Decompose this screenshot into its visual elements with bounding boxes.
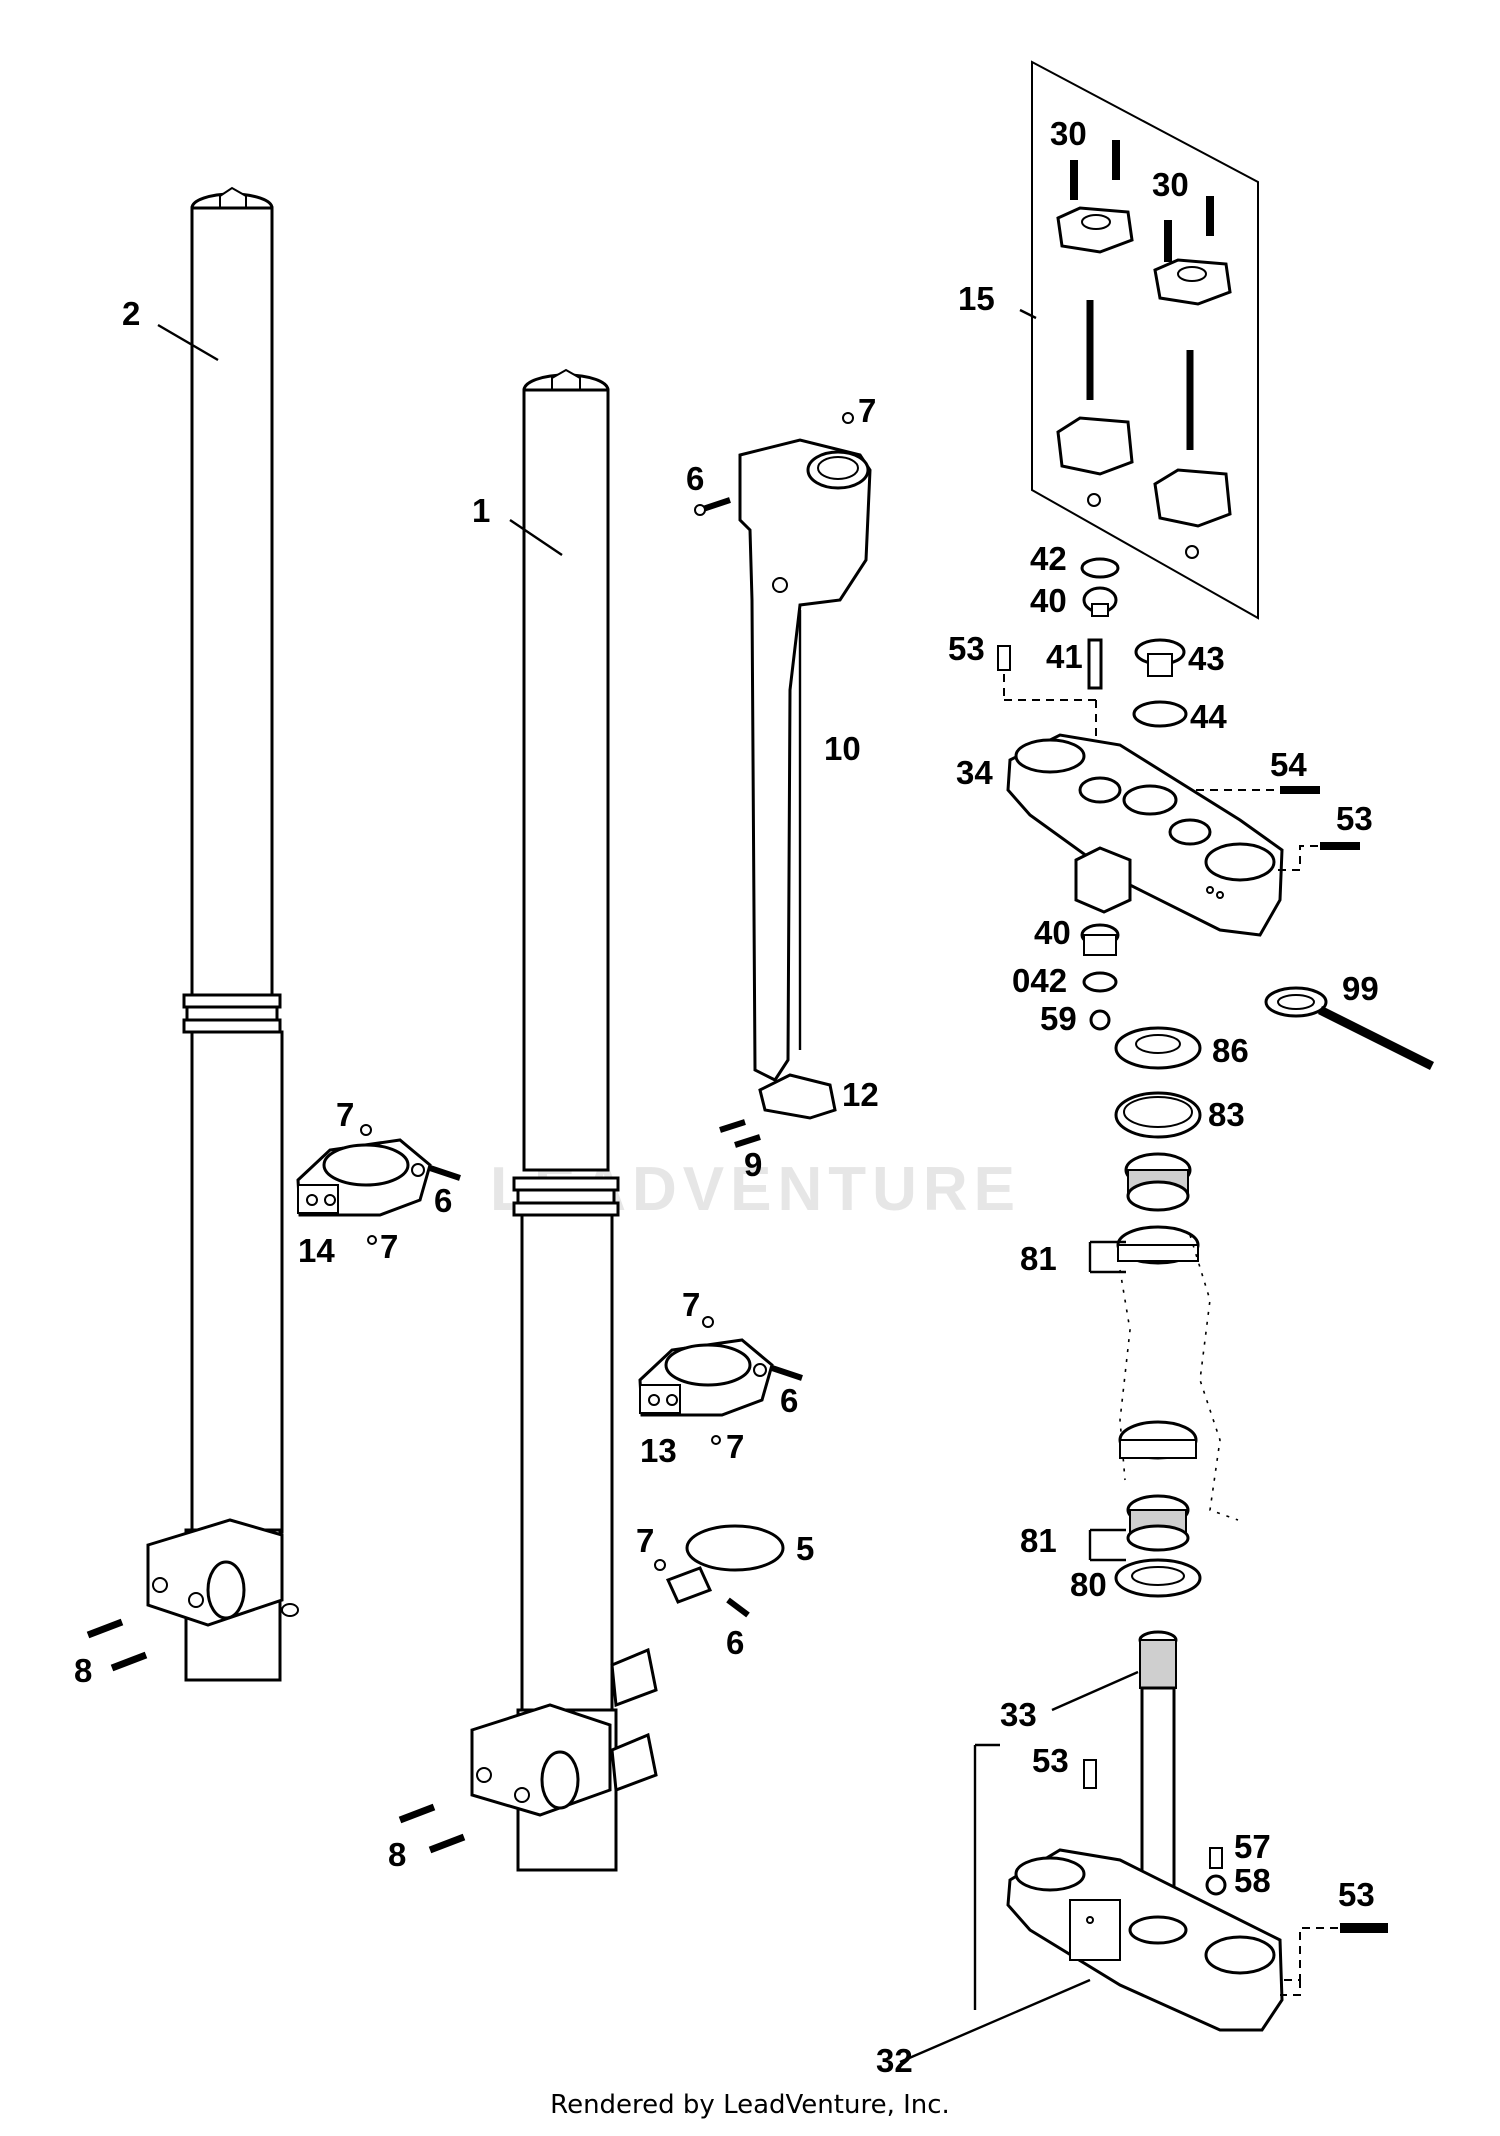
callout-34: 34 [956,754,993,791]
callout-6-guard: 6 [686,460,704,497]
callout-59: 59 [1040,1000,1077,1037]
callout-58: 58 [1234,1862,1271,1899]
footer-credit: Rendered by LeadVenture, Inc. [550,2090,950,2120]
callout-40-lower: 40 [1034,914,1071,951]
callout-7-guard: 7 [858,392,876,429]
callout-14: 14 [298,1232,335,1269]
handlebar-clamp-kit [1031,60,1259,620]
callout-7-clamp13-bottom: 7 [726,1428,744,1465]
nut-40-top [1082,586,1118,617]
leader-lines [157,308,1139,2064]
screw-53-lower [1083,1759,1097,1789]
frame-outline [1119,1234,1239,1521]
stud-41 [1087,638,1103,690]
callout-8-left: 8 [74,1652,92,1689]
callout-15: 15 [958,280,995,317]
callout-6-clamp14: 6 [434,1182,452,1219]
clamp-5-nut [654,1559,666,1571]
nut-59 [1089,1009,1111,1031]
guard-screw [694,497,731,516]
callout-42: 42 [1030,540,1067,577]
callout-99: 99 [1342,970,1379,1007]
callout-5: 5 [796,1530,814,1567]
screw-53-top [997,645,1011,671]
brake-line-holder [758,1073,837,1120]
callout-7-clamp14-bottom: 7 [380,1228,398,1265]
bearing-81-bottom [1118,1420,1198,1552]
seal-80 [1114,1558,1202,1598]
washer-042 [1082,971,1118,993]
o-ring-83 [1114,1091,1202,1139]
upper-triple-clamp [1006,733,1284,937]
callout-44: 44 [1190,698,1227,735]
callout-6-clamp13: 6 [780,1382,798,1419]
callout-83: 83 [1208,1096,1245,1133]
clamp-5 [665,1524,785,1604]
callout-7-clamp14-top: 7 [336,1096,354,1133]
callout-042: 042 [1012,962,1067,999]
callout-81-bottom: 81 [1020,1522,1057,1559]
callout-30-a: 30 [1050,115,1087,152]
callout-13: 13 [640,1432,677,1469]
clamp-13 [638,1338,774,1417]
exploded-parts-diagram: LEADVENTURE [74,60,1435,2079]
clamp-13-screw [771,1365,803,1381]
callout-30-b: 30 [1152,166,1189,203]
clamp-13-nut-bottom [711,1435,721,1445]
callout-86: 86 [1212,1032,1249,1069]
callout-81-top: 81 [1020,1240,1057,1277]
clamp-14-nut-bottom [367,1235,377,1245]
clamp-14-nut-top [360,1124,372,1136]
fork-leg-right [470,368,658,1872]
fork-guard [738,438,872,1082]
callout-53-lower-right: 53 [1338,1876,1375,1913]
axle-screws-left [86,1618,148,1672]
nut-58 [1205,1874,1227,1896]
callout-53-lower: 53 [1032,1742,1069,1779]
axle-screws-right [398,1803,466,1854]
callout-32: 32 [876,2042,913,2079]
callout-33: 33 [1000,1696,1037,1733]
callout-41: 41 [1046,638,1083,675]
bearing-81-top [1116,1152,1200,1265]
screw-57 [1209,1847,1223,1869]
lower-triple-clamp [1006,1848,1284,2032]
nut-40-lower [1080,923,1120,956]
cap-43 [1134,638,1186,677]
callout-57: 57 [1234,1828,1271,1865]
clamp-14-screw [429,1165,461,1181]
tool-99 [1264,986,1435,1071]
callout-43: 43 [1188,640,1225,677]
callout-12: 12 [842,1076,879,1113]
washer-44 [1132,700,1188,728]
callout-53-upper-right: 53 [1336,800,1373,837]
holder-screws [719,1119,761,1148]
dust-seal-86 [1114,1026,1202,1070]
callout-7-clamp13-top: 7 [682,1286,700,1323]
callout-6-clamp5: 6 [726,1624,744,1661]
callout-10: 10 [824,730,861,767]
callout-80: 80 [1070,1566,1107,1603]
washer-42 [1080,557,1120,579]
callouts: 2 1 10 6 7 15 30 30 42 40 41 53 43 44 34… [74,115,1379,2079]
callout-54: 54 [1270,746,1307,783]
callout-40-top: 40 [1030,582,1067,619]
callout-2: 2 [122,295,140,332]
callout-8-right: 8 [388,1836,406,1873]
callout-53-top: 53 [948,630,985,667]
clamp-5-screw [726,1597,750,1618]
clamp-14 [296,1138,432,1217]
callout-1: 1 [472,492,490,529]
guard-nut [842,412,854,424]
fork-leg-left [146,186,299,1682]
callout-7-clamp5: 7 [636,1522,654,1559]
callout-9: 9 [744,1146,762,1183]
clamp-13-nut-top [702,1316,714,1328]
